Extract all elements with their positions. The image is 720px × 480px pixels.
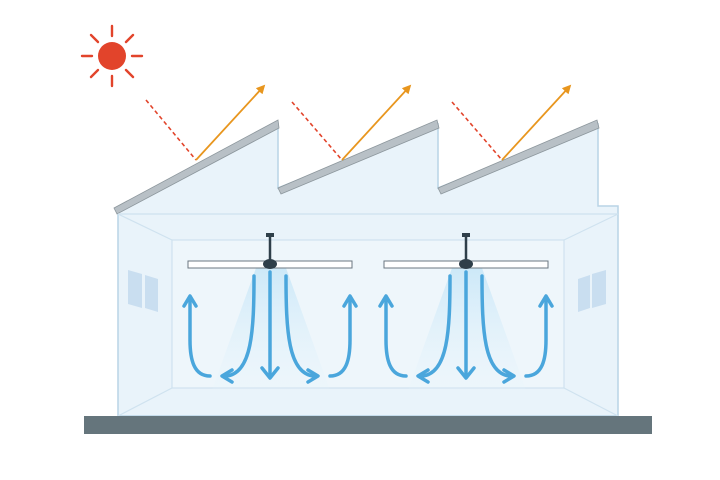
sun-icon xyxy=(80,24,144,88)
interior-room xyxy=(117,213,619,417)
reflected-sunlight-rays xyxy=(195,84,572,161)
window-left xyxy=(128,270,158,312)
ceiling-fan-icon xyxy=(187,233,353,269)
window-right xyxy=(578,270,606,312)
airflow-arrow-icon xyxy=(378,270,554,384)
incoming-sunlight-rays xyxy=(145,99,503,161)
roof-panels xyxy=(113,119,600,215)
airflow-arrow-icon xyxy=(182,270,358,384)
ceiling-fan-icon xyxy=(383,233,549,269)
ground-slab xyxy=(84,416,652,434)
